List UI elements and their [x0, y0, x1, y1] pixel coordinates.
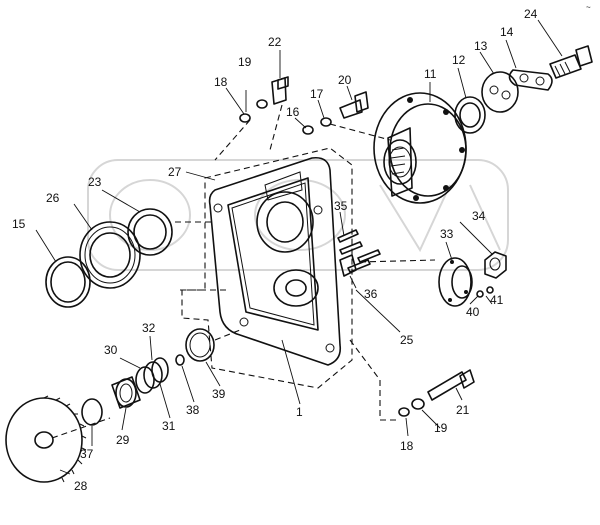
callout-26: 26 [46, 191, 60, 205]
callout-18-bottom: 18 [400, 439, 414, 453]
callout-15: 15 [12, 217, 26, 231]
callout-24: 24 [524, 7, 538, 21]
output-flange [373, 45, 593, 204]
callout-31: 31 [162, 419, 176, 433]
callout-18-top: 18 [214, 75, 228, 89]
callout-22: 22 [268, 35, 282, 49]
callout-28: 28 [74, 479, 88, 493]
lower-shaft-parts [5, 328, 241, 483]
callout-35: 35 [334, 199, 348, 213]
callout-30: 30 [104, 343, 118, 357]
callout-1: 1 [296, 405, 303, 419]
callout-13: 13 [474, 39, 488, 53]
corner-mark: ~ [586, 3, 591, 12]
callout-11: 11 [424, 67, 437, 81]
top-fasteners [214, 76, 391, 161]
callout-39: 39 [212, 387, 226, 401]
callout-17: 17 [310, 87, 324, 101]
callout-23: 23 [88, 175, 102, 189]
callout-16: 16 [286, 105, 300, 119]
callout-32: 32 [142, 321, 156, 335]
callout-19-top: 19 [238, 55, 252, 69]
callout-20: 20 [338, 73, 352, 87]
callout-12: 12 [452, 53, 466, 67]
right-small-flange [438, 251, 507, 307]
callout-25: 25 [400, 333, 414, 347]
left-seal-parts [45, 208, 230, 308]
callout-labels: 1 11 12 13 14 15 16 17 18 18 19 19 20 21… [12, 7, 538, 493]
callout-33: 33 [440, 227, 454, 241]
callout-40: 40 [466, 305, 480, 319]
callout-37: 37 [80, 447, 94, 461]
callout-41: 41 [490, 293, 504, 307]
callout-34: 34 [472, 209, 486, 223]
callout-38: 38 [186, 403, 200, 417]
bottom-fasteners [349, 339, 475, 421]
callout-36: 36 [364, 287, 378, 301]
callout-19-bottom: 19 [434, 421, 448, 435]
callout-21: 21 [456, 403, 470, 417]
callout-27: 27 [168, 165, 182, 179]
callout-29: 29 [116, 433, 130, 447]
callout-14: 14 [500, 25, 514, 39]
leader-lines [35, 19, 563, 475]
studs [337, 229, 436, 273]
